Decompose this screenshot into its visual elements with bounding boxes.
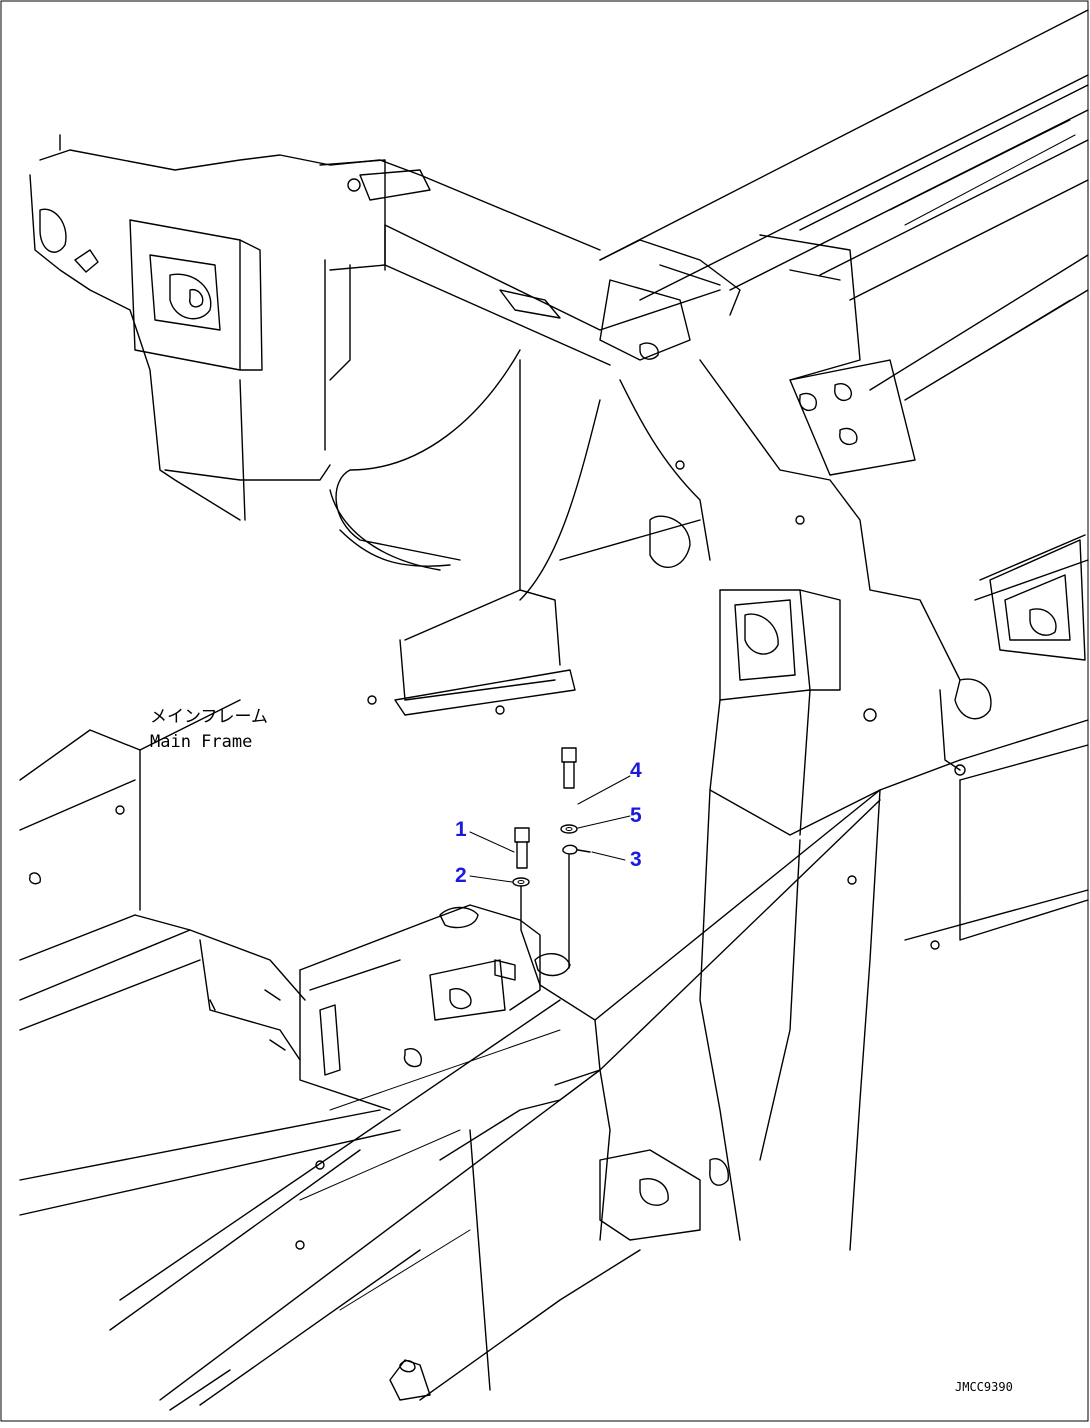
right-member — [904, 534, 1089, 941]
main-frame-label-jp: メインフレーム — [150, 707, 268, 727]
part-bolt-4 — [561, 747, 577, 789]
callout-5: 5 — [630, 804, 642, 827]
leader-lines — [469, 775, 631, 883]
lower-beam — [19, 789, 881, 1411]
center-right-block — [709, 589, 992, 836]
part-bolt-1 — [514, 827, 530, 869]
drawing-id: JMCC9390 — [955, 1380, 1013, 1394]
center-mount — [209, 904, 601, 1111]
bottom-bracket — [389, 1359, 431, 1401]
callout-4: 4 — [630, 759, 642, 782]
part-washer-5 — [560, 824, 578, 834]
upper-beam — [599, 9, 1089, 401]
main-frame-label-en: Main Frame — [150, 732, 252, 752]
fastener-details — [115, 178, 966, 1250]
installation-lines — [520, 854, 570, 986]
part-clip-3 — [562, 844, 591, 855]
lower-right-leg — [599, 759, 961, 1251]
left-cross-member — [29, 134, 601, 521]
part-washer-2 — [512, 877, 530, 887]
left-lower-member — [19, 699, 306, 1061]
right-bracket — [759, 234, 916, 476]
callout-1: 1 — [455, 818, 467, 841]
central-body — [329, 349, 961, 716]
callout-3: 3 — [630, 848, 642, 871]
callout-2: 2 — [455, 864, 467, 887]
center-top-beam — [384, 224, 741, 366]
